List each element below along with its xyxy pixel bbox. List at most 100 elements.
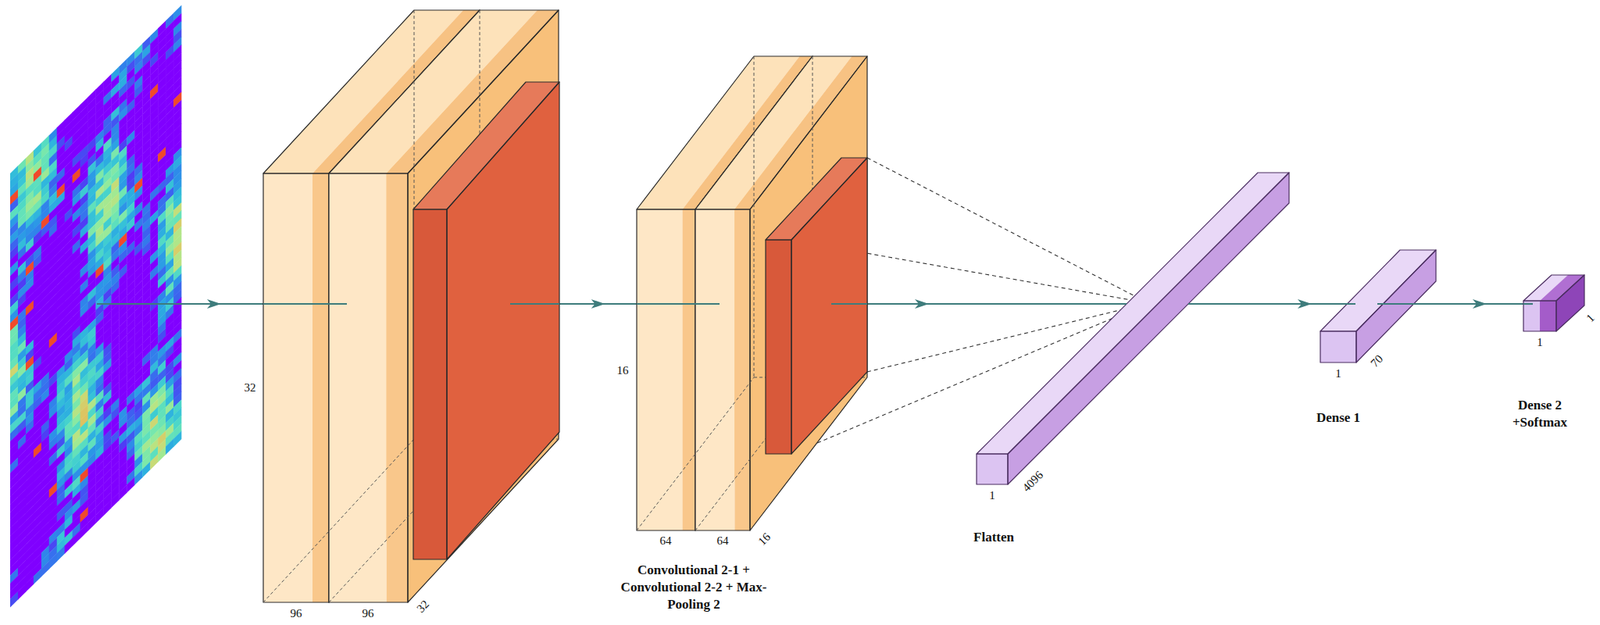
flow-arrow [1289, 303, 1321, 305]
hidden-edge [753, 56, 755, 378]
box-front [413, 209, 447, 560]
box-side [1007, 172, 1290, 485]
box-outline [328, 173, 408, 603]
box-outline [1320, 331, 1357, 363]
layer-shape [1320, 250, 1436, 363]
flow-line [510, 303, 560, 305]
hidden-edge [263, 439, 415, 603]
dimension-label: 70 [1367, 352, 1386, 370]
box-outline [765, 239, 792, 454]
flow-arrow [867, 303, 977, 305]
heatmap-cell [96, 507, 104, 524]
dimension-label: 1 [1335, 367, 1342, 381]
box-front-strip [682, 209, 697, 531]
box-outline [765, 157, 868, 240]
box-front-strip [386, 173, 408, 603]
projection-line [867, 157, 1149, 304]
box-front-strip [312, 173, 329, 603]
dimension-label: 4096 [1020, 468, 1047, 495]
flow-line [1377, 303, 1436, 305]
box-outline [976, 453, 1008, 485]
layer-drawing [1523, 275, 1585, 332]
flow-line [1320, 303, 1356, 305]
flow-line [1523, 303, 1533, 305]
layer-shape [263, 10, 560, 603]
flatten-vector: 14096Flatten [976, 172, 1290, 485]
heatmap-cell [33, 567, 42, 585]
layer-drawing [1320, 250, 1436, 363]
dimension-label: 1 [989, 489, 996, 503]
flow-line [636, 303, 720, 305]
hidden-edge [636, 377, 754, 531]
flow-line [831, 303, 868, 305]
heatmap-cell [41, 560, 50, 578]
flow-line [1188, 303, 1290, 305]
layer-caption: Flatten [973, 528, 1015, 547]
box-outline [1556, 275, 1585, 332]
heatmap-cell [134, 468, 143, 486]
heatmap-cell [57, 545, 65, 562]
layer-shape [636, 56, 868, 531]
dimension-label: 64 [660, 534, 672, 548]
box-outline [1320, 250, 1436, 332]
flow-line [976, 303, 1127, 305]
layer-caption: Convolutional 2-1 + Convolutional 2-2 + … [615, 561, 772, 614]
layer-drawing [636, 56, 868, 531]
flow-line [263, 303, 347, 305]
layer-shape [1523, 275, 1585, 332]
box-outline [446, 82, 560, 560]
box-side [750, 56, 868, 531]
output-layer: 11Dense 2 +Softmax [1523, 275, 1585, 332]
heatmap-cell [173, 431, 182, 448]
box-front [636, 209, 683, 531]
layer-drawing [263, 10, 560, 603]
layer-caption: Dense 2 +Softmax [1500, 396, 1579, 432]
heatmap-cell [157, 446, 166, 463]
box-side [791, 157, 868, 454]
box-front [1320, 331, 1357, 363]
dimension-label: 64 [717, 534, 729, 548]
box-front [263, 173, 313, 603]
box-outline [1356, 250, 1436, 363]
box-outline [695, 209, 750, 531]
dimension-label: 1 [1583, 311, 1597, 325]
box-side [407, 10, 559, 603]
heatmap-cell [17, 583, 26, 600]
heatmap-cell [110, 492, 119, 509]
dimension-label: 96 [290, 607, 303, 621]
heatmap-cell [142, 461, 150, 479]
box-outline [791, 157, 868, 454]
box-side [1556, 275, 1585, 332]
flow-arrow [559, 303, 637, 305]
heatmap-cell [118, 484, 127, 501]
box-front [328, 173, 387, 603]
heatmap-cell [88, 514, 97, 532]
box-outline [413, 82, 560, 210]
heatmap-cell [49, 553, 58, 570]
layer-drawing [976, 172, 1290, 485]
heatmap-cell [126, 476, 135, 493]
box-top [976, 172, 1290, 454]
dimension-label: 32 [244, 381, 257, 395]
box-outline [1523, 300, 1557, 332]
heatmap-cell [10, 591, 18, 608]
flow-arrow [1435, 303, 1524, 305]
heatmap-cell [64, 537, 73, 554]
box-outline [413, 209, 447, 560]
dimension-label: 96 [362, 607, 375, 621]
box-outline [636, 209, 696, 531]
box-outline [263, 173, 329, 603]
box-front [1523, 300, 1540, 332]
box-side [1356, 250, 1436, 363]
box-front [765, 239, 792, 454]
box-outline [1523, 275, 1585, 301]
box-outline [407, 10, 559, 603]
box-front-strip [1539, 300, 1557, 332]
conv-block: 32969632 [263, 10, 560, 603]
box-outline [976, 172, 1290, 454]
box-outline [1007, 172, 1290, 485]
dimension-label: 1 [1536, 335, 1543, 350]
heatmap-cell [150, 453, 158, 471]
